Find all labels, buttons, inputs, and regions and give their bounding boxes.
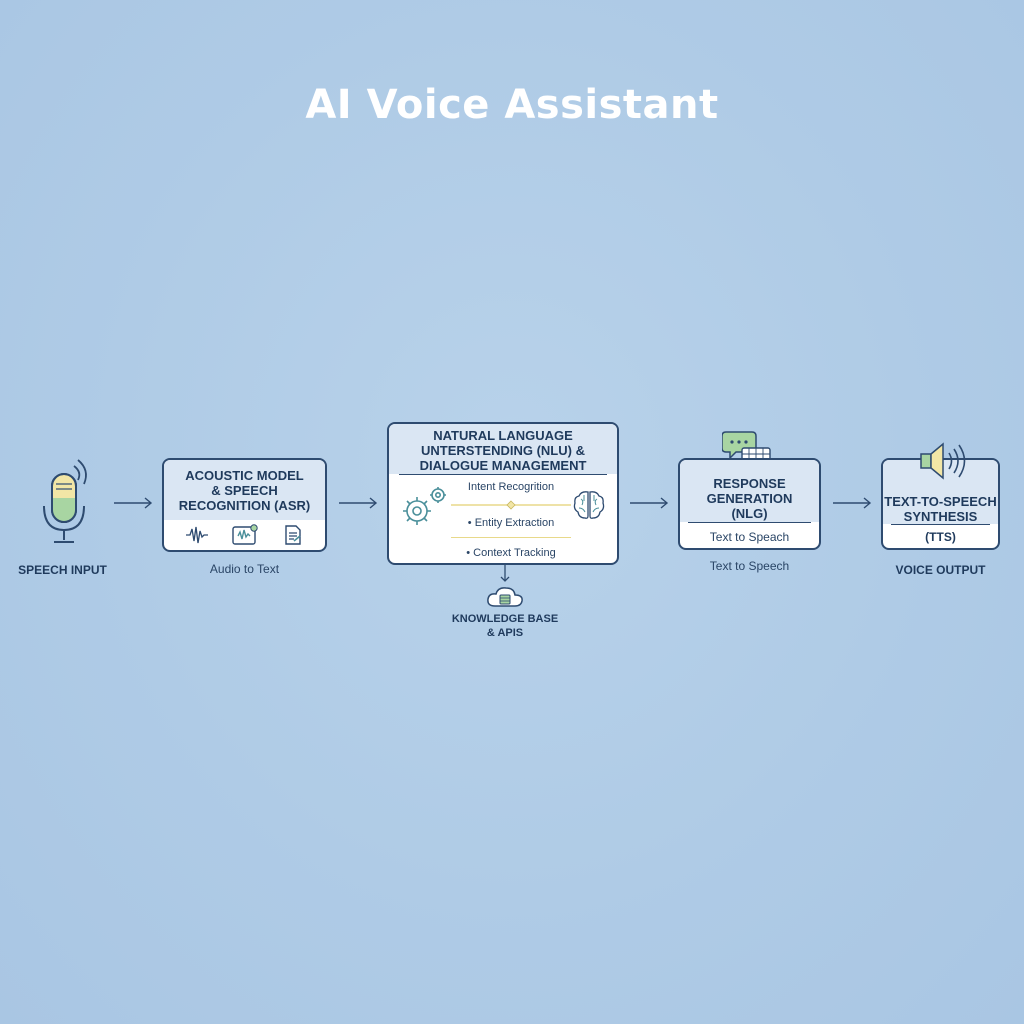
nlg-box: RESPONSE GENERATION (NLG) Text to Speach xyxy=(678,458,821,550)
nlg-title-line3: (NLG) xyxy=(731,506,768,521)
knowledge-base-label: KNOWLEDGE BASE & APIS xyxy=(430,612,580,640)
nlu-box: NATURAL LANGUAGE UNTERSTENDING (NLU) & D… xyxy=(387,422,619,565)
nlu-box-header: NATURAL LANGUAGE UNTERSTENDING (NLU) & D… xyxy=(389,424,617,474)
nlg-title-line1: RESPONSE xyxy=(713,476,786,491)
nlu-title-line3: DIALOGUE MANAGEMENT xyxy=(419,458,587,473)
nlg-caption: Text to Speech xyxy=(709,559,790,573)
waveform-icon xyxy=(186,526,209,544)
knowledge-base-line1: KNOWLEDGE BASE xyxy=(451,613,559,625)
nlu-title-line2: UNTERSTENDING (NLU) & xyxy=(421,443,585,458)
nlu-divider-2 xyxy=(451,537,571,538)
tts-title-line1: TEXT-TO-SPEECH xyxy=(884,494,997,509)
asr-title-line3: RECOGNITION (ASR) xyxy=(178,498,311,513)
asr-title-line1: ACOUSTIC MODEL xyxy=(185,468,304,483)
nlu-item-context: • Context Tracking xyxy=(466,547,556,559)
audio-file-icon xyxy=(232,524,259,545)
nlu-item-intent: Intent Recogrition xyxy=(467,481,555,493)
brain-icon xyxy=(573,491,605,519)
flow-arrow-3 xyxy=(630,497,669,509)
nlu-title-line1: NATURAL LANGUAGE xyxy=(433,428,573,443)
tts-title-line3: (TTS) xyxy=(925,530,956,544)
knowledge-base-line2: & APIS xyxy=(486,627,524,639)
cloud-database-icon xyxy=(487,587,523,607)
nlg-title-line2: GENERATION xyxy=(706,491,793,506)
speech-input-node xyxy=(30,458,110,548)
speech-input-label: SPEECH INPUT xyxy=(18,563,107,577)
nlg-box-header: RESPONSE GENERATION (NLG) xyxy=(680,460,819,522)
asr-title-line2: & SPEECH xyxy=(211,483,278,498)
speaker-icon xyxy=(920,442,966,480)
asr-icon-row xyxy=(164,520,325,550)
flow-arrow-2 xyxy=(339,497,378,509)
nlg-inner-text: Text to Speach xyxy=(709,530,790,544)
gears-icon xyxy=(403,487,446,525)
voice-output-label: VOICE OUTPUT xyxy=(895,563,986,577)
document-icon xyxy=(285,525,301,545)
microphone-icon xyxy=(43,459,87,543)
flow-arrow-down xyxy=(500,565,510,582)
flow-arrow-1 xyxy=(114,497,153,509)
nlu-item-entity: • Entity Extraction xyxy=(467,517,555,529)
diagram-title: AI Voice Assistant xyxy=(305,82,719,128)
asr-box: ACOUSTIC MODEL & SPEECH RECOGNITION (ASR… xyxy=(162,458,327,552)
asr-box-header: ACOUSTIC MODEL & SPEECH RECOGNITION (ASR… xyxy=(164,460,325,520)
tts-title-line2: SYNTHESIS xyxy=(903,509,978,524)
flow-arrow-4 xyxy=(833,497,872,509)
asr-caption: Audio to Text xyxy=(209,562,280,576)
nlu-divider-1 xyxy=(451,500,571,510)
